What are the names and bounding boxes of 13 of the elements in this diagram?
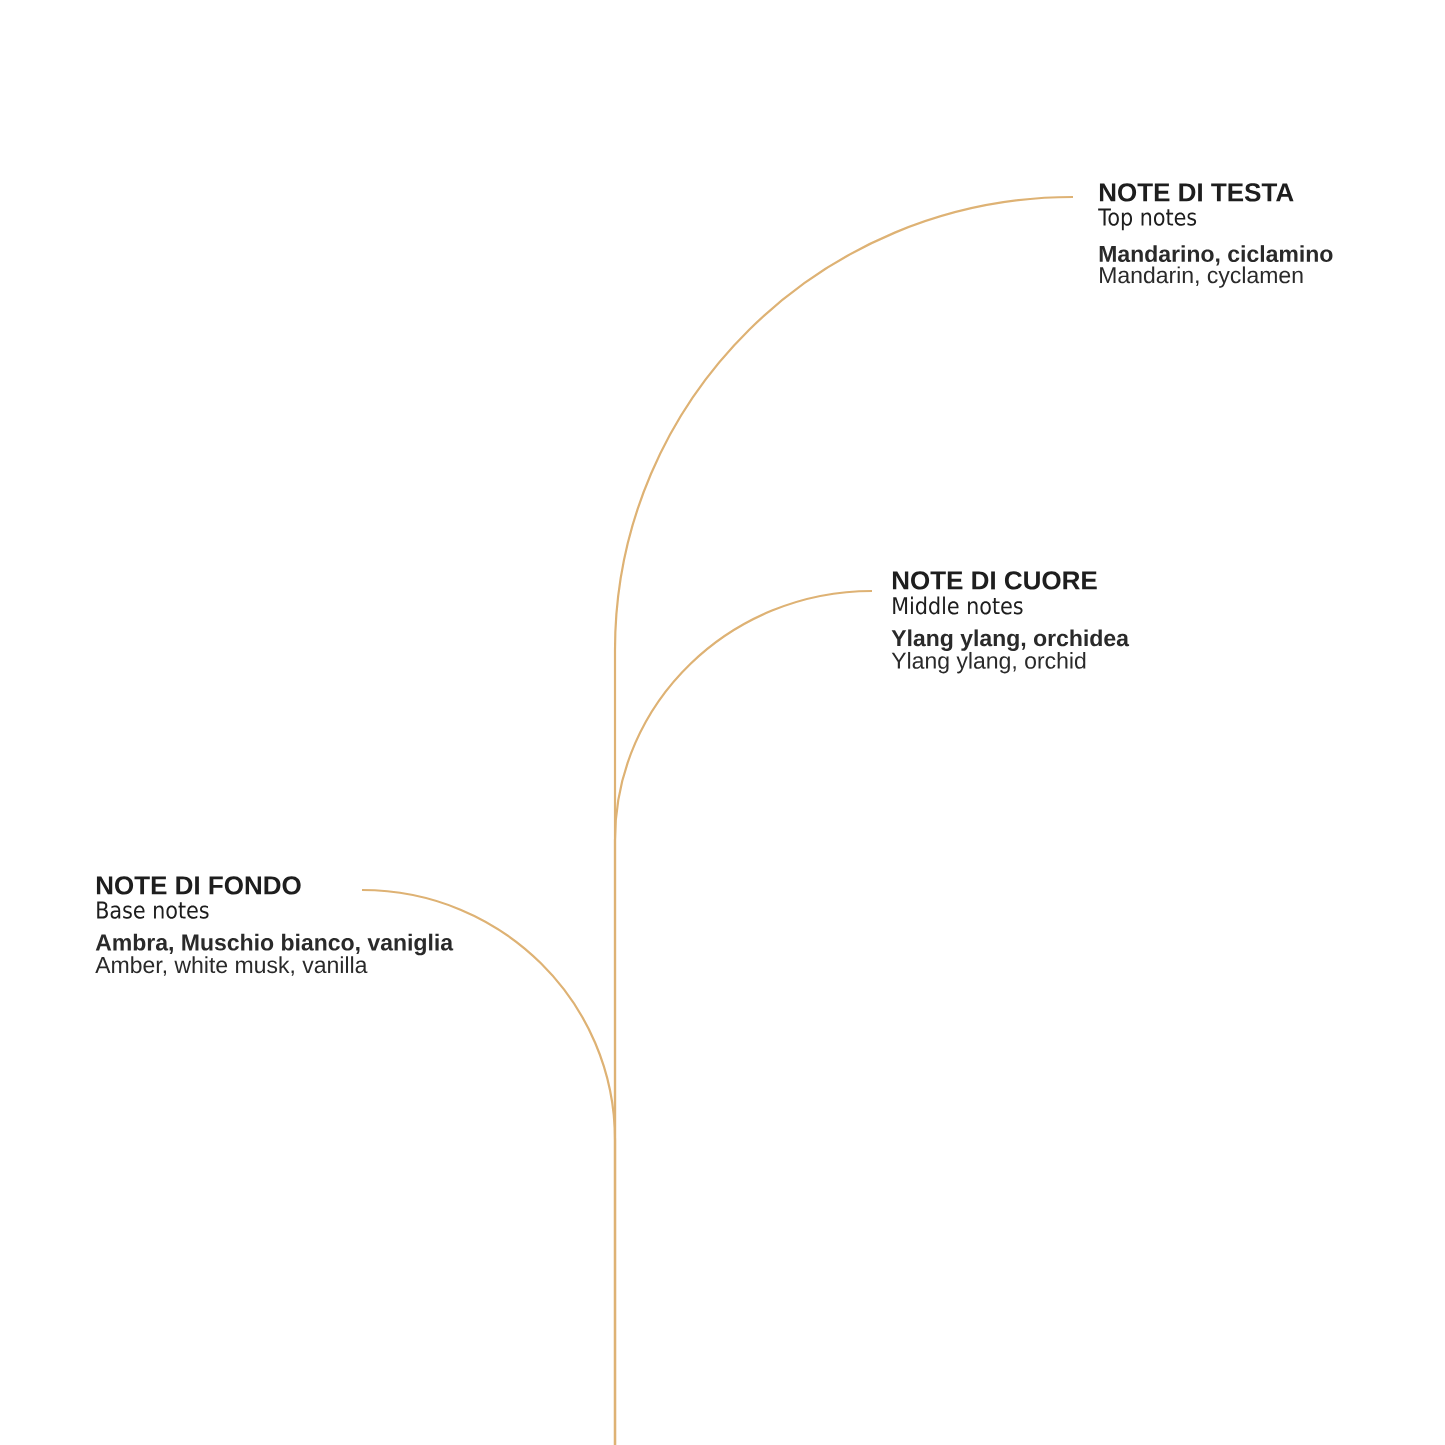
translation: Ylang ylang, orchid bbox=[891, 651, 1086, 674]
translation: Amber, white musk, vanilla bbox=[95, 956, 368, 976]
heading: NOTE DI CUORE bbox=[892, 571, 1097, 590]
ingredient-list: Ylang ylang, orchidea bbox=[891, 629, 1130, 651]
heading: NOTE DI TESTA bbox=[1099, 183, 1294, 202]
subtitle: Base notes bbox=[97, 901, 209, 919]
ingredient-list: Ambra, Muschio bianco, vaniglia bbox=[95, 933, 454, 956]
branch-line bbox=[361, 888, 617, 1445]
subtitle: Middle notes bbox=[893, 596, 1023, 615]
heading: NOTE DI FONDO bbox=[96, 876, 301, 895]
ingredient-list: Mandarino, ciclamino bbox=[1099, 245, 1333, 266]
subtitle: Top notes bbox=[1098, 208, 1197, 231]
translation: Mandarin, cyclamen bbox=[1100, 266, 1303, 288]
